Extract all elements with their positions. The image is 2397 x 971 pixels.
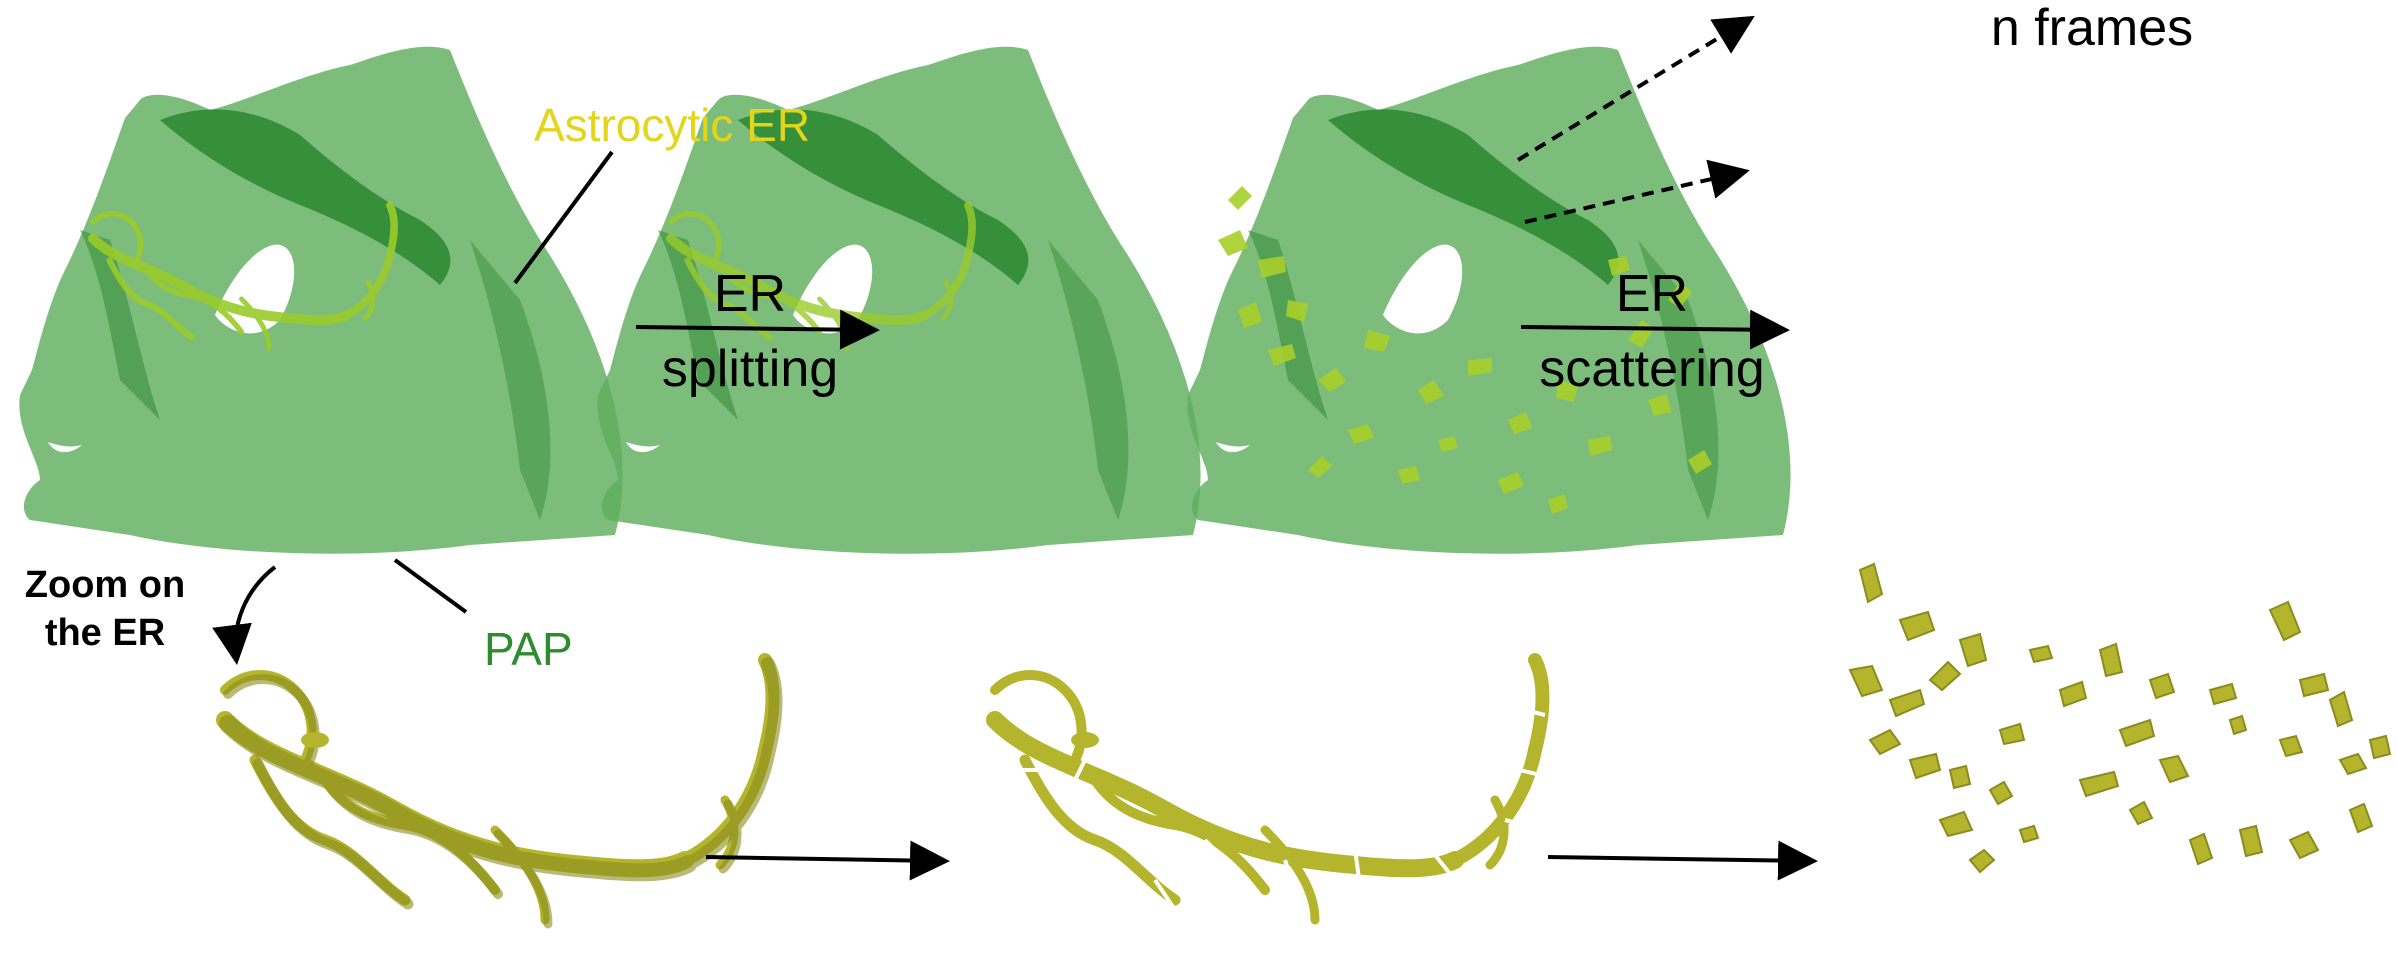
astrocytic-er-leader-line <box>513 150 614 285</box>
zoom-arrow <box>212 565 277 665</box>
pap-leader-line <box>393 558 468 614</box>
scattering-label-line2: scattering <box>1539 340 1765 398</box>
zoom-label-line2: the ER <box>44 611 166 654</box>
zoom-label: Zoom on the ER <box>0 562 210 657</box>
astrocytic-er-label: Astrocytic ER <box>534 99 811 151</box>
er-zoom-original <box>225 660 776 924</box>
er-zoom-split <box>985 660 1545 920</box>
er-scattering-arrow <box>1520 309 1790 350</box>
scattering-label-line1: ER <box>1615 265 1689 323</box>
n-frames-label: n frames <box>1990 0 2194 57</box>
er-splitting-arrow <box>635 309 880 350</box>
er-zoom-scattered <box>1848 562 2392 874</box>
pap-label: PAP <box>484 623 573 675</box>
er-bottom-arrow-1 <box>705 840 950 881</box>
zoom-label-line1: Zoom on <box>24 564 186 606</box>
splitting-label-line2: splitting <box>661 340 839 398</box>
er-bottom-arrow-2 <box>1547 840 1818 881</box>
frames-dashed-arrow-lower <box>1524 159 1750 224</box>
pap-panel-scattered <box>1187 46 1791 554</box>
frames-dashed-arrow-upper <box>1516 15 1755 162</box>
pap-panel-original <box>19 46 623 554</box>
splitting-label-line1: ER <box>713 265 787 323</box>
